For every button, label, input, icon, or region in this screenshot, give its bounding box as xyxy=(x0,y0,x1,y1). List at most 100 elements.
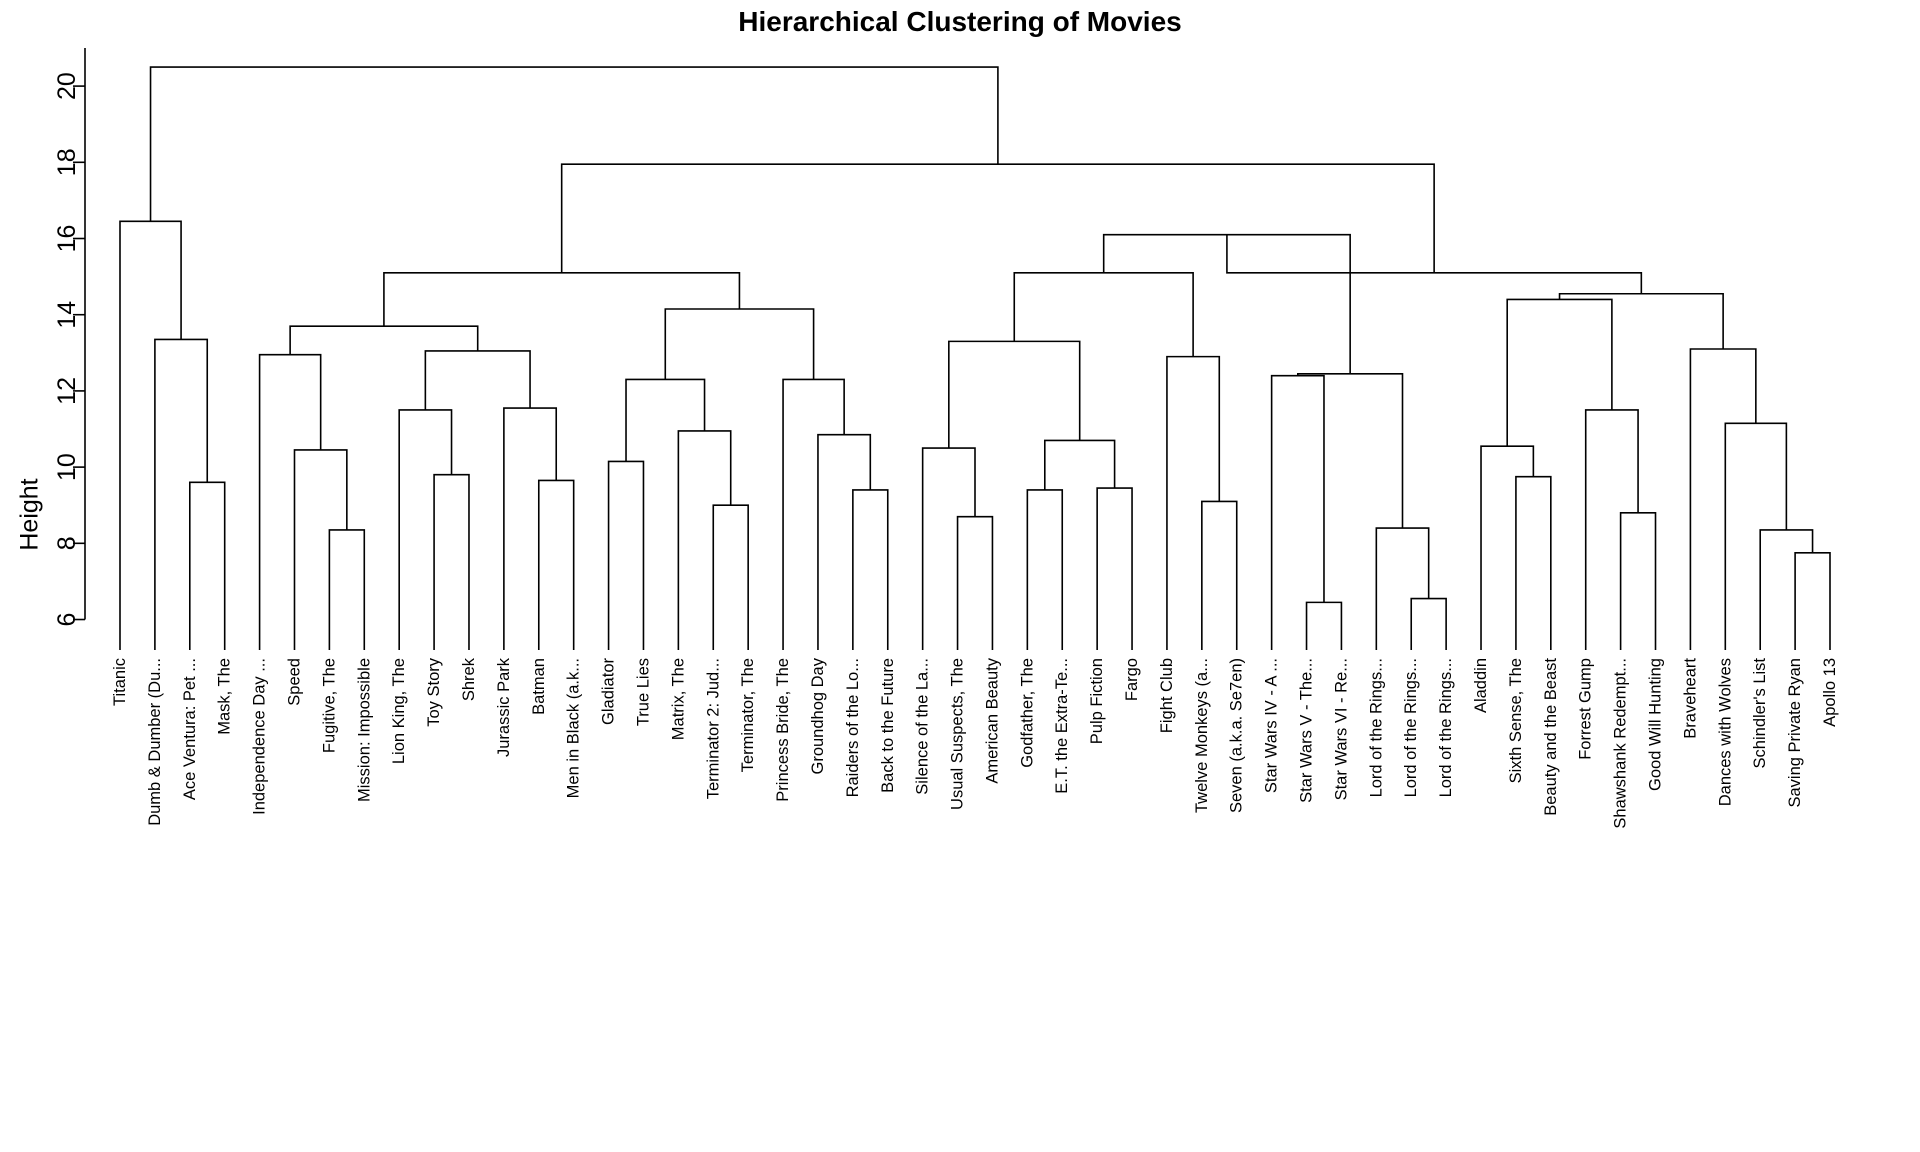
dendrogram-branch xyxy=(1166,355,1221,650)
y-axis-tick-label: 14 xyxy=(53,301,81,329)
leaf-label: Back to the Future xyxy=(879,658,897,793)
dendrogram-branch xyxy=(424,350,531,410)
dendrogram-branch xyxy=(1026,489,1064,650)
dendrogram-branch xyxy=(1558,292,1724,349)
y-axis-tick-label: 8 xyxy=(53,536,81,550)
leaf-label: Silence of the La... xyxy=(914,658,932,795)
dendrogram-branch xyxy=(1584,409,1639,650)
dendrogram-branch xyxy=(607,460,645,650)
dendrogram-branch xyxy=(1375,527,1430,650)
leaf-label: Aladdin xyxy=(1472,658,1490,713)
dendrogram-branch xyxy=(1794,552,1831,650)
leaf-label: Apollo 13 xyxy=(1821,658,1839,727)
leaf-label: Mask, The xyxy=(216,658,234,735)
y-axis-tick-label: 10 xyxy=(53,453,81,481)
dendrogram-branch xyxy=(433,473,470,650)
page-title: Hierarchical Clustering of Movies xyxy=(738,6,1182,37)
y-axis-tick-label: 16 xyxy=(53,225,81,253)
leaf-label: Schindler's List xyxy=(1751,658,1769,769)
y-axis-tick-label: 12 xyxy=(53,377,81,405)
leaf-label: Mission: Impossible xyxy=(355,658,373,802)
dendrogram-branch xyxy=(258,353,322,650)
y-axis-tick-label: 18 xyxy=(53,148,81,176)
leaf-label: Shrek xyxy=(460,657,478,701)
dendrogram-branch xyxy=(1506,298,1613,447)
dendrogram-branch xyxy=(817,433,872,650)
leaf-label: Pulp Fiction xyxy=(1088,658,1106,744)
leaf-label: Raiders of the Lo... xyxy=(844,658,862,797)
dendrogram-branch xyxy=(328,529,366,650)
leaf-label: Gladiator xyxy=(600,657,618,724)
leaf-label: Toy Story xyxy=(425,657,443,727)
dendrogram-branches xyxy=(119,66,1831,650)
leaf-label: American Beauty xyxy=(983,657,1001,783)
dendrogram-branch xyxy=(149,66,999,222)
dendrogram-branch xyxy=(956,515,994,650)
leaf-label: Seven (a.k.a. Se7en) xyxy=(1228,658,1246,813)
dendrogram-branch xyxy=(782,378,845,650)
dendrogram-branch xyxy=(119,220,182,650)
y-axis-tick-label: 20 xyxy=(53,72,81,100)
dendrogram-branch xyxy=(852,489,889,650)
dendrogram-branch xyxy=(1096,487,1133,650)
dendrogram-branch xyxy=(1044,439,1116,490)
leaf-label: E.T. the Extra-Te... xyxy=(1053,658,1071,794)
leaf-label: Star Wars VI - Re... xyxy=(1332,658,1350,800)
dendrogram-branch xyxy=(383,271,741,327)
leaf-label: Star Wars IV - A ... xyxy=(1263,658,1281,793)
dendrogram-branch xyxy=(664,308,815,380)
leaf-label: Dances with Wolves xyxy=(1716,658,1734,806)
leaf-label: True Lies xyxy=(634,658,652,726)
leaf-label: Usual Suspects, The xyxy=(949,658,967,810)
leaf-label: Jurassic Park xyxy=(495,657,513,757)
dendrogram-branch xyxy=(188,481,226,650)
leaf-label: Terminator 2: Jud... xyxy=(704,658,722,799)
leaf-label: Beauty and the Beast xyxy=(1542,658,1560,816)
dendrogram-branch xyxy=(677,430,732,650)
dendrogram-branch xyxy=(537,479,575,650)
dendrogram-branch xyxy=(398,409,453,650)
dendrogram-branch xyxy=(1201,500,1238,650)
leaf-label: Fugitive, The xyxy=(320,658,338,753)
leaf-label: Fight Club xyxy=(1158,658,1176,733)
leaf-label: Speed xyxy=(285,658,303,706)
dendrogram-branch xyxy=(1102,233,1351,374)
leaf-label: Lion King, The xyxy=(390,658,408,764)
dendrogram-branch xyxy=(1724,422,1788,650)
leaf-label: Godfather, The xyxy=(1018,658,1036,768)
dendrogram-branch xyxy=(1515,475,1552,650)
dendrogram-branch xyxy=(1013,271,1194,357)
leaf-label: Batman xyxy=(530,658,548,715)
dendrogram-branch xyxy=(1759,529,1814,650)
dendrogram-branch xyxy=(503,407,558,650)
leaf-label: Saving Private Ryan xyxy=(1786,658,1804,808)
leaf-label: Matrix, The xyxy=(669,658,687,740)
leaf-label: Sixth Sense, The xyxy=(1507,658,1525,783)
dendrogram-branch xyxy=(1410,597,1447,650)
leaf-label: Good Will Hunting xyxy=(1647,658,1665,791)
dendrogram-branch xyxy=(948,340,1081,449)
leaf-label: Groundhog Day xyxy=(809,657,827,774)
dendrogram-branch xyxy=(625,378,706,462)
leaf-label: Braveheart xyxy=(1681,658,1699,739)
dendrogram-branch xyxy=(560,163,1435,273)
dendrogram-branch xyxy=(712,504,749,650)
leaf-label: Star Wars V - The... xyxy=(1298,658,1316,803)
leaf-label: Forrest Gump xyxy=(1577,658,1595,760)
dendrogram-branch xyxy=(1689,348,1757,650)
y-axis-tick-label: 6 xyxy=(53,613,81,627)
leaf-label: Princess Bride, The xyxy=(774,658,792,802)
leaf-label: Dumb & Dumber (Du... xyxy=(146,658,164,826)
leaf-label: Independence Day ... xyxy=(251,658,269,815)
leaf-label: Twelve Monkeys (a... xyxy=(1193,658,1211,813)
dendrogram-branch xyxy=(1619,512,1657,650)
dendrogram-branch xyxy=(1305,601,1343,650)
y-axis: 6 8 10 12 14 16 18 20 xyxy=(53,48,86,627)
leaf-label: Lord of the Rings... xyxy=(1437,658,1455,797)
leaf-label: Fargo xyxy=(1123,658,1141,701)
leaf-label: Men in Black (a.k... xyxy=(565,658,583,798)
leaf-label: Shawshank Redempt... xyxy=(1612,658,1630,829)
